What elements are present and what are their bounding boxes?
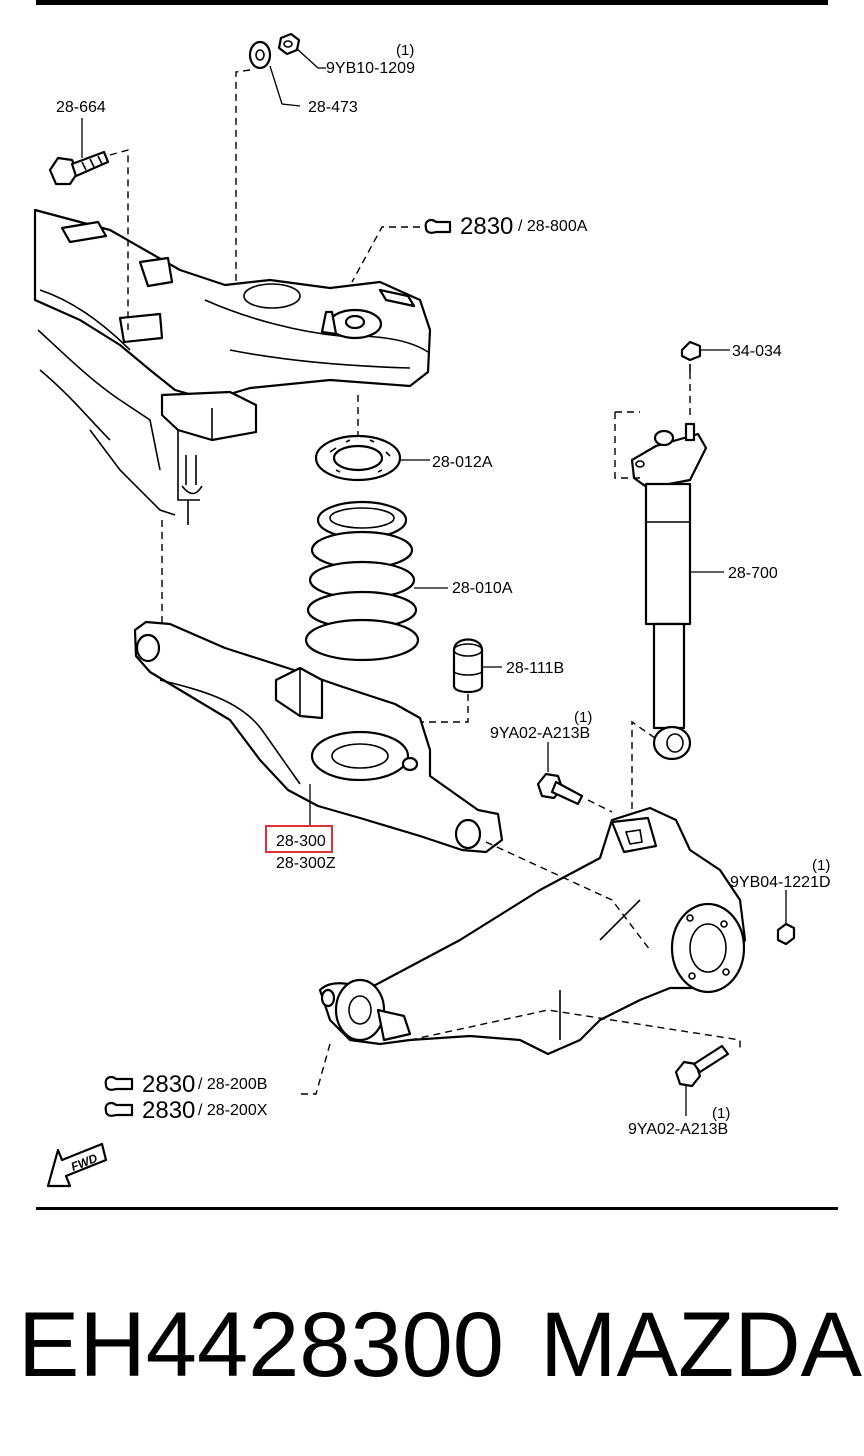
bolt-bottom-illustration [674, 1044, 730, 1088]
footer: EH4428300 MAZDA [18, 1290, 862, 1400]
dash-knuckle-bolt [409, 1009, 741, 1050]
leader-washer-dash [235, 69, 251, 285]
bolt-28-664-illustration [48, 150, 110, 186]
label-bolt-bottom: 9YA02-A213B [628, 1121, 728, 1138]
label-bolt-mid-qty: (1) [574, 709, 592, 726]
label-bump-stop: 28-111B [506, 660, 564, 677]
top-nut-washer-illustration [248, 32, 301, 70]
fwd-arrow-illustration [46, 1142, 108, 1188]
dash-crossmember-ref [351, 226, 420, 283]
label-trailing-ref1: / 28-200B [198, 1076, 267, 1093]
bottom-rule [36, 1207, 838, 1210]
label-lower-arm-alt: 28-300Z [276, 855, 336, 872]
pointer-hand-icon [104, 1101, 134, 1117]
label-coil-spring: 28-010A [452, 580, 513, 597]
brand-name: MAZDA [540, 1294, 862, 1396]
label-shock: 28-700 [728, 565, 778, 582]
spring-seat-illustration [314, 434, 402, 482]
label-spring-seat: 28-012A [432, 454, 493, 471]
crossmember-illustration [33, 208, 432, 525]
label-bolt-mid: 9YA02-A213B [490, 725, 590, 742]
dash-trailing-ref [296, 1043, 331, 1095]
label-nut-34: 34-034 [732, 343, 782, 360]
label-bolt-bottom-qty: (1) [712, 1105, 730, 1122]
top-rule [36, 0, 828, 5]
label-crossmember-ref: / 28-800A [518, 218, 588, 235]
part-number: EH4428300 [18, 1294, 504, 1396]
dash-shock-bracket [614, 411, 640, 479]
knuckle-trailing-arm-illustration [318, 806, 747, 1056]
dash-shock-knuckle [631, 720, 656, 830]
pointer-hand-icon [104, 1075, 134, 1091]
pointer-hand-icon [424, 218, 452, 234]
highlight-box [265, 825, 333, 853]
label-nut-right: 9YB04-1221D [730, 874, 831, 891]
label-trailing-ref2: / 28-200X [198, 1102, 268, 1119]
leader-washer [269, 65, 301, 107]
label-nut-right-qty: (1) [812, 857, 830, 874]
bump-stop-illustration [452, 638, 484, 694]
shock-absorber-illustration [630, 340, 708, 761]
label-crossmember-ref-num: 2830 [460, 213, 513, 240]
exploded-suspension-diagram: (1) 9YB10-1209 28-473 28-664 2830 / 28-8… [33, 0, 838, 1210]
lower-arm-illustration [133, 620, 504, 854]
label-bolt-left: 28-664 [56, 99, 106, 116]
coil-spring-illustration [304, 500, 420, 662]
label-top-nut: 9YB10-1209 [326, 60, 415, 77]
label-top-nut-qty: (1) [396, 42, 414, 59]
label-washer: 28-473 [308, 99, 358, 116]
label-trailing-ref2-num: 2830 [142, 1097, 195, 1124]
dash-arm-knuckle [485, 841, 651, 951]
dash-bolt-mid [587, 799, 613, 813]
label-trailing-ref1-num: 2830 [142, 1071, 195, 1098]
label-lower-arm: 28-300 [276, 833, 326, 850]
bolt-mid-illustration [536, 772, 584, 806]
nut-right-illustration [776, 922, 796, 946]
leader-bolt-left-dash [109, 149, 129, 330]
leader-top-nut [295, 47, 326, 69]
